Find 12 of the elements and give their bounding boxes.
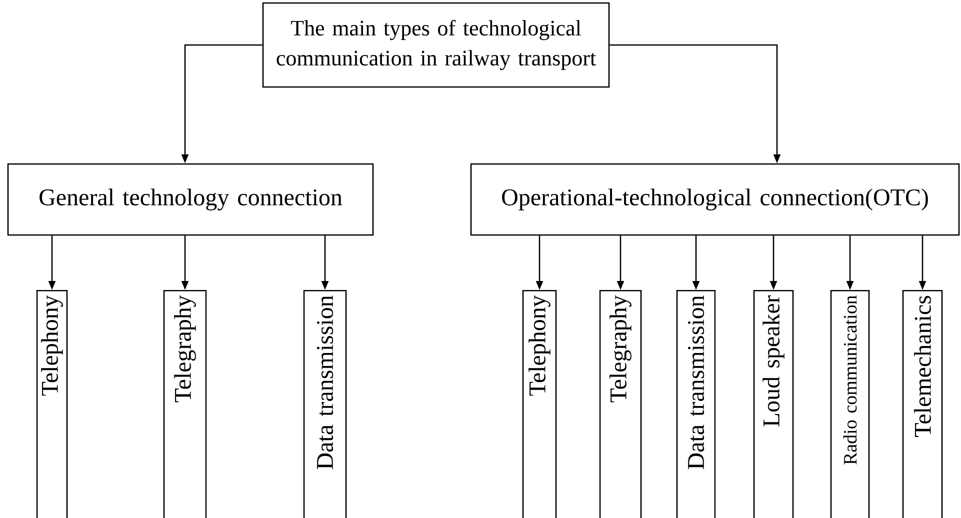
item-bar: Radio communication	[830, 290, 870, 518]
title-box: The main types of technological communication in railway transport	[262, 2, 610, 88]
item-bar: Telephony	[522, 290, 557, 518]
category-box: Operational-technological connection(OTC)	[470, 163, 960, 236]
item-bar: Telephony	[36, 290, 68, 518]
item-bar: Data transmission	[676, 290, 716, 518]
item-bar: Telegraphy	[599, 290, 642, 518]
item-bar: Telemechanics	[902, 290, 943, 518]
item-bar: Telegraphy	[163, 290, 207, 518]
item-bar: Loud speaker	[753, 290, 794, 518]
item-bar: Data transmission	[303, 290, 347, 518]
category-box: General technology connection	[7, 163, 374, 236]
